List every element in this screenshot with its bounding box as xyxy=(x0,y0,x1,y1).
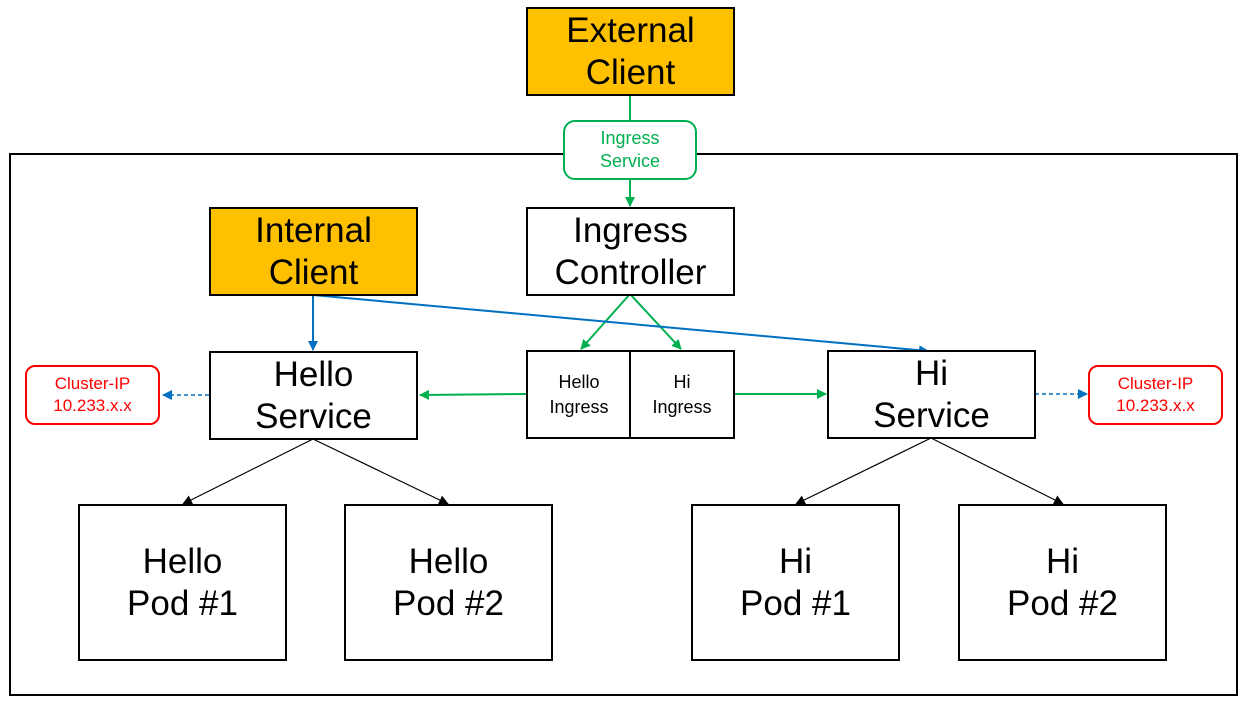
hello-ingress-label-1: Hello xyxy=(558,372,600,393)
internal-client-label-2: Client xyxy=(268,252,359,292)
pod-label-2: Pod #1 xyxy=(127,583,238,623)
pod-label-1: Hello xyxy=(408,541,489,581)
ingress-controller-label-2: Controller xyxy=(554,252,707,292)
hi-pod-2-box: Hi Pod #2 xyxy=(958,504,1167,661)
hi-service-label-2: Service xyxy=(873,395,990,435)
cluster-ip-left-label-2: 10.233.x.x xyxy=(53,396,132,415)
ingress-service-label-2: Service xyxy=(599,151,661,171)
ingress-service-tag: Ingress Service xyxy=(563,120,697,180)
hi-ingress-label-1: Hi xyxy=(673,372,691,393)
hello-ingress-label-2: Ingress xyxy=(549,396,609,417)
cluster-ip-right-label-2: 10.233.x.x xyxy=(1116,396,1195,415)
cluster-ip-tag-left: Cluster-IP 10.233.x.x xyxy=(25,365,160,425)
hi-pod-1-box: Hi Pod #1 xyxy=(691,504,900,661)
external-client-box: External Client xyxy=(526,7,735,96)
pod-label-1: Hi xyxy=(1045,541,1080,581)
internal-client-label-1: Internal xyxy=(255,210,372,250)
pod-label-1: Hello xyxy=(142,541,223,581)
hi-ingress-box: Hi Ingress xyxy=(629,350,735,439)
hello-pod-1-box: Hello Pod #1 xyxy=(78,504,287,661)
cluster-ip-right-label-1: Cluster-IP xyxy=(1117,373,1194,393)
pod-label-2: Pod #1 xyxy=(740,583,851,623)
hi-ingress-label-2: Ingress xyxy=(652,396,712,417)
pod-label-2: Pod #2 xyxy=(393,583,504,623)
hello-ingress-box: Hello Ingress xyxy=(526,350,632,439)
pod-label-2: Pod #2 xyxy=(1007,583,1118,623)
ingress-controller-label-1: Ingress xyxy=(573,210,688,250)
hi-service-label-1: Hi xyxy=(914,353,949,393)
external-client-label-1: External xyxy=(566,10,695,50)
hello-service-label-1: Hello xyxy=(273,354,354,394)
ingress-controller-box: Ingress Controller xyxy=(526,207,735,296)
cluster-ip-left-label-1: Cluster-IP xyxy=(54,373,131,393)
hello-service-label-2: Service xyxy=(255,396,372,436)
ingress-service-label-1: Ingress xyxy=(600,127,660,148)
internal-client-box: Internal Client xyxy=(209,207,418,296)
pod-label-1: Hi xyxy=(778,541,813,581)
hi-service-box: Hi Service xyxy=(827,350,1036,439)
external-client-label-2: Client xyxy=(585,52,676,92)
hello-pod-2-box: Hello Pod #2 xyxy=(344,504,553,661)
cluster-ip-tag-right: Cluster-IP 10.233.x.x xyxy=(1088,365,1223,425)
hello-service-box: Hello Service xyxy=(209,351,418,440)
